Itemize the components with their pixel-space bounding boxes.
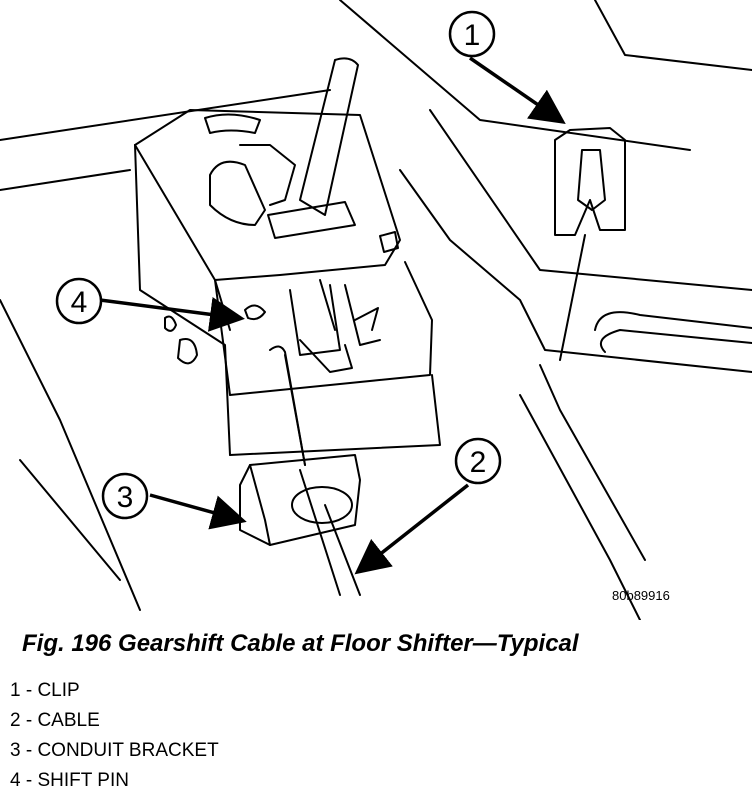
gearshift-lever <box>299 57 359 216</box>
callout-circle-3 <box>101 472 149 520</box>
callout-label-1: 1 <box>464 19 481 52</box>
figure-code: 80b89916 <box>612 588 670 603</box>
clip <box>554 127 626 361</box>
shift-pin <box>244 304 306 466</box>
leader-arrow-4 <box>99 297 245 332</box>
shifter-housing <box>134 109 441 456</box>
legend-item-clip: 1 - CLIP <box>10 680 80 701</box>
gearshift-diagram: 1 2 3 4 80b89916 <box>0 0 752 620</box>
legend-item-conduit-bracket: 3 - CONDUIT BRACKET <box>10 740 219 761</box>
callout-circle-4 <box>55 277 103 325</box>
callout-label-3: 3 <box>117 481 134 514</box>
conduit-bracket <box>239 454 361 546</box>
callout-circle-1 <box>448 10 496 58</box>
legend-item-cable: 2 - CABLE <box>10 710 100 731</box>
legend-list: 1 - CLIP 2 - CABLE 3 - CONDUIT BRACKET 4… <box>10 676 219 796</box>
floor-console-lines <box>0 0 752 620</box>
callout-circle-2 <box>454 437 502 485</box>
leader-arrow-2 <box>354 483 470 575</box>
figure-caption: Fig. 196 Gearshift Cable at Floor Shifte… <box>22 630 579 657</box>
legend-item-shift-pin: 4 - SHIFT PIN <box>10 770 129 791</box>
linkage <box>289 279 381 373</box>
leader-arrow-3 <box>149 493 247 530</box>
cable <box>284 354 361 596</box>
callout-label-2: 2 <box>470 446 487 479</box>
callout-label-4: 4 <box>71 286 88 319</box>
leader-arrow-1 <box>469 56 566 124</box>
